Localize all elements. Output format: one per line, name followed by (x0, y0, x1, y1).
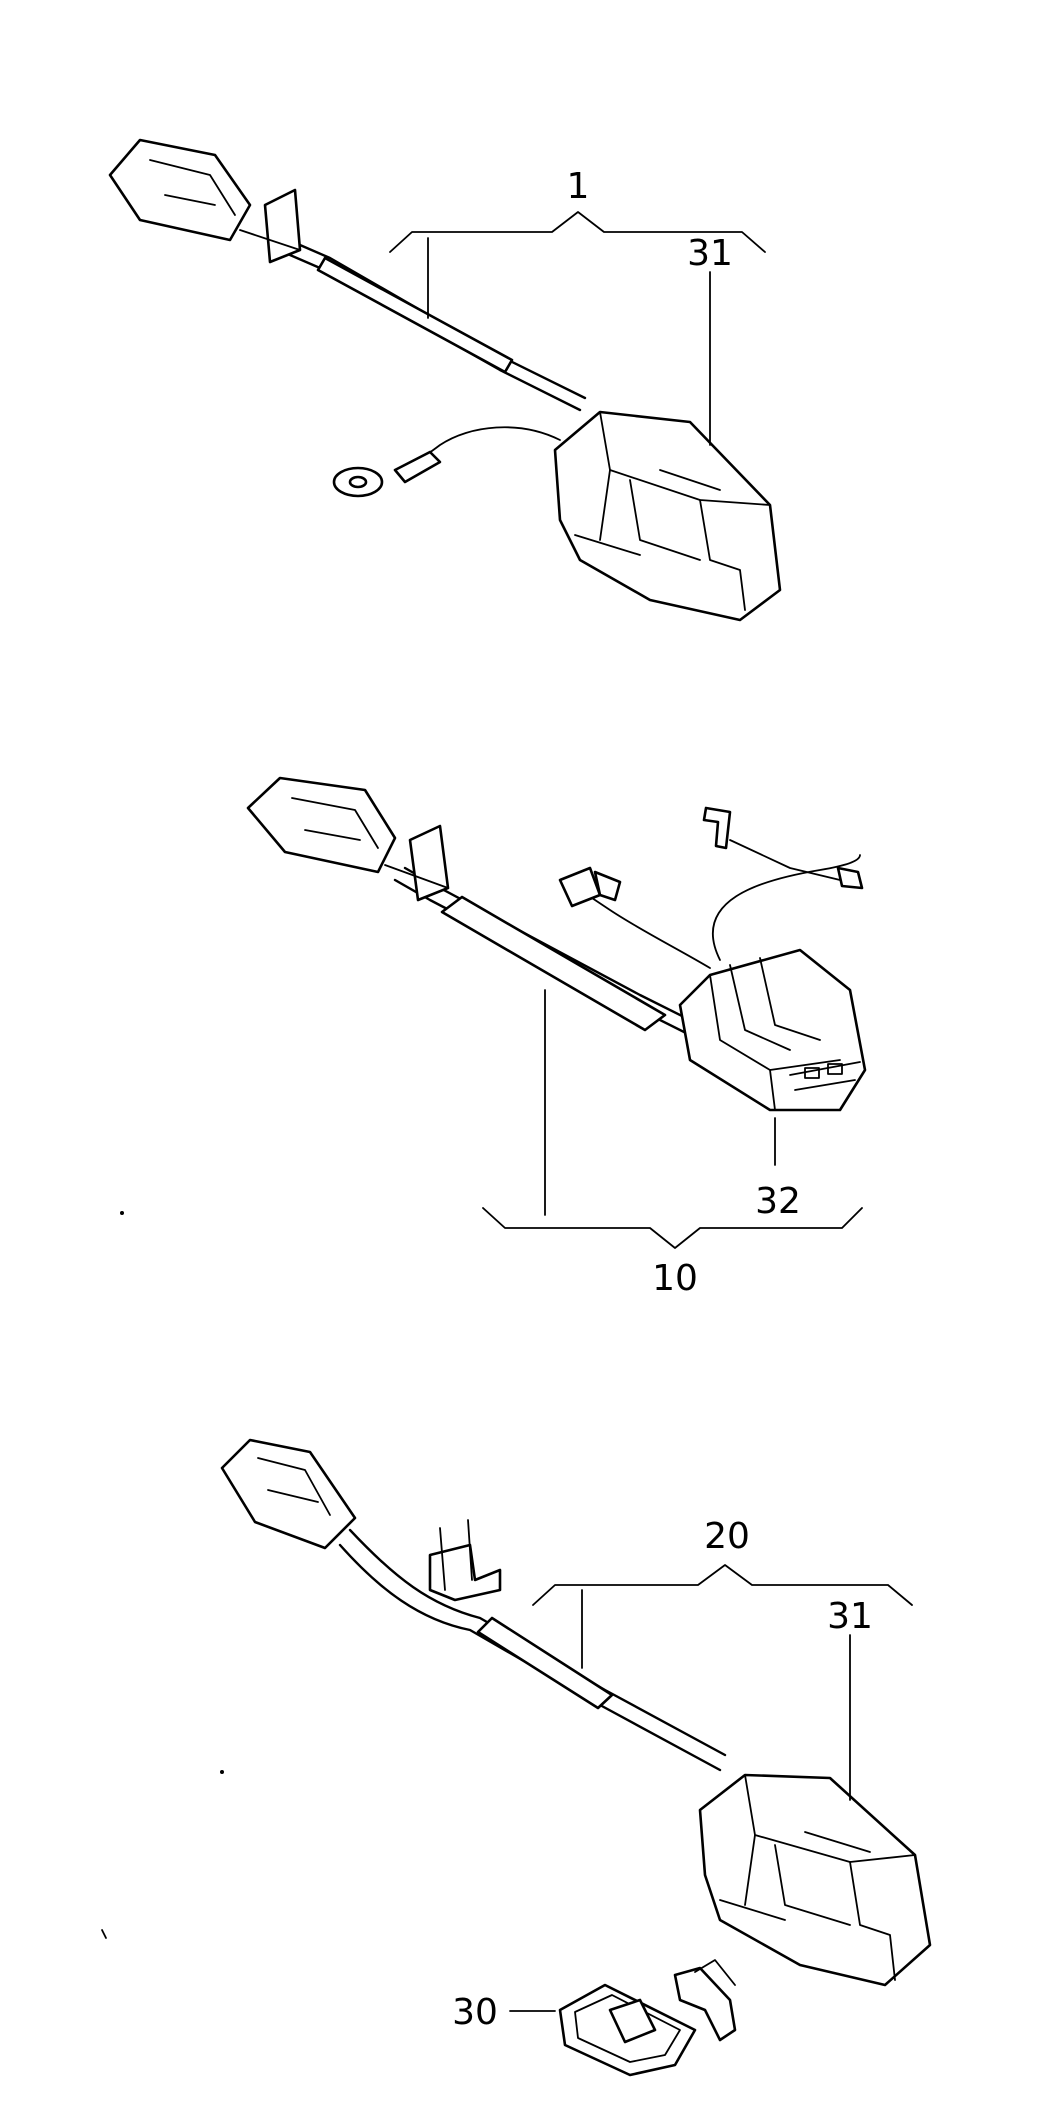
large-connector-housing-31 (698, 1773, 932, 1987)
small-connector-plug (108, 138, 302, 264)
small-connector-plug (220, 1438, 502, 1602)
large-connector-housing-32 (678, 948, 867, 1112)
callout-10: 10 (652, 1258, 698, 1299)
small-connector-plug (246, 776, 450, 902)
flat-terminal-right (702, 806, 864, 890)
wiring-harness-assembly-10: 32 10 (246, 776, 867, 1299)
callout-32: 32 (755, 1181, 801, 1222)
callout-20: 20 (704, 1516, 750, 1557)
scan-speck (101, 1929, 107, 1939)
scan-speck (220, 1770, 224, 1774)
wiring-harness-assembly-1: 1 31 (108, 138, 782, 622)
callout-1: 1 (567, 166, 590, 207)
scan-speck (120, 1211, 124, 1215)
callout-31-bottom: 31 (827, 1596, 873, 1637)
large-connector-housing-31 (553, 410, 782, 622)
wiring-harness-assembly-20: 20 31 30 (220, 1438, 932, 2077)
callout-30: 30 (452, 1992, 498, 2033)
flat-terminal-left (558, 866, 622, 908)
callout-31-top: 31 (687, 233, 733, 274)
mounting-clip-30 (558, 1959, 737, 2077)
ring-terminal (332, 450, 442, 498)
